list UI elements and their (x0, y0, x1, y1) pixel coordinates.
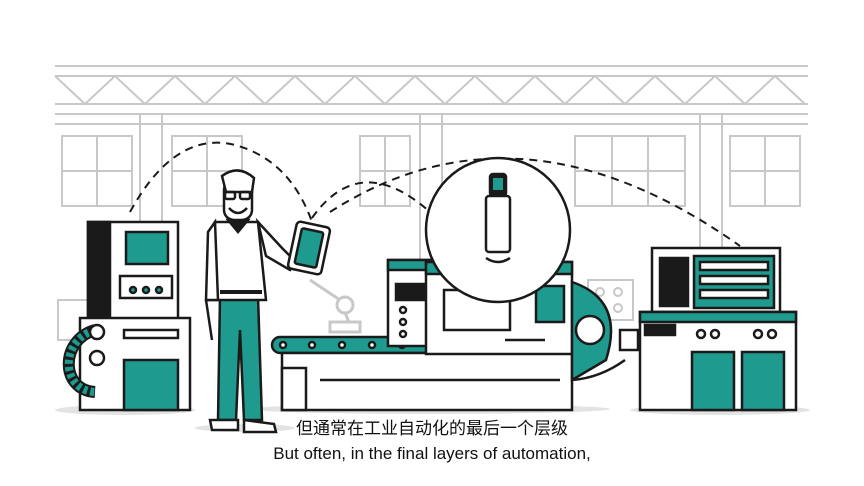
subtitle-english: But often, in the final layers of automa… (273, 444, 591, 463)
sensor-icon (424, 156, 572, 304)
robot-arm-icon (309, 278, 362, 334)
connection-arcs (129, 141, 741, 247)
engineer-figure (204, 169, 298, 434)
tablet-icon (286, 220, 332, 276)
subtitle-chinese: 但通常在工业自动化的最后一个层级 (296, 419, 568, 439)
machine-icon-left (62, 220, 192, 412)
machine-icon-right (618, 246, 798, 412)
conveyor-icon (270, 335, 574, 412)
